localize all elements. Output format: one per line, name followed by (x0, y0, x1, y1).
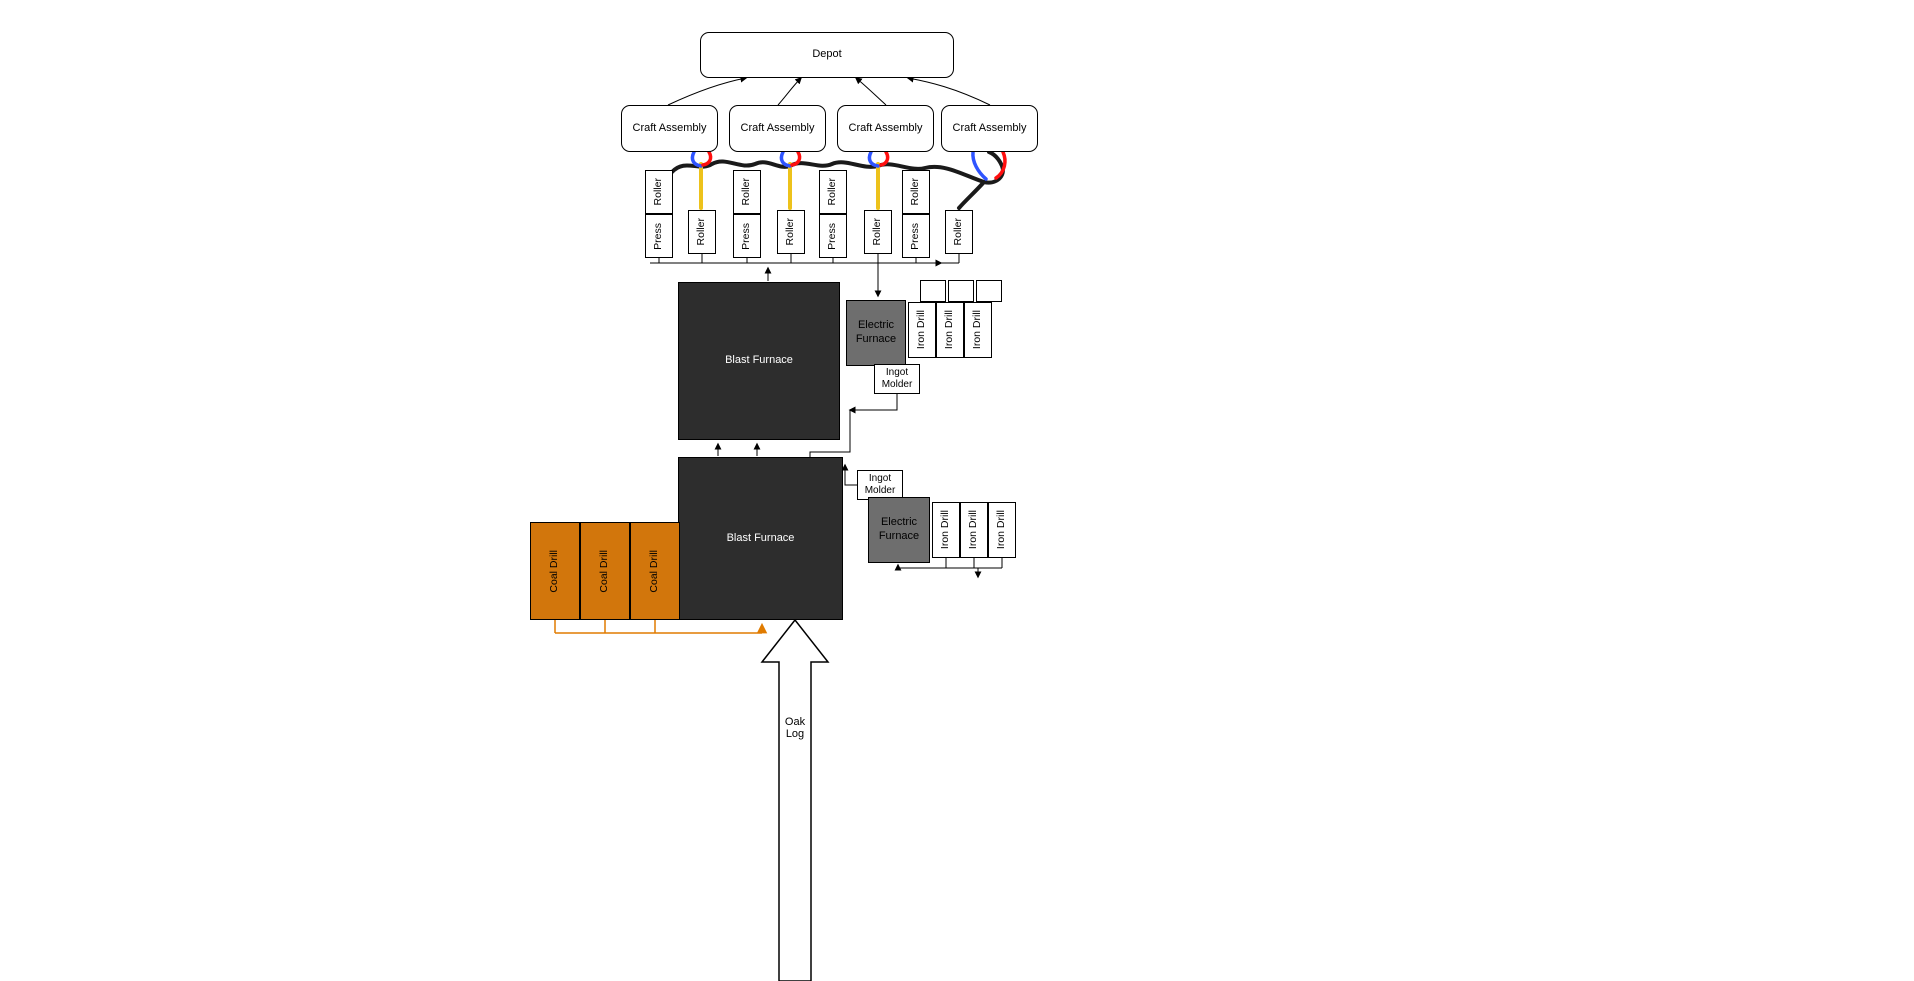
blast-furnace-node-bottom[interactable]: Blast Furnace (678, 457, 843, 620)
press-node[interactable]: Press (902, 214, 930, 258)
iron-drill-node[interactable]: Iron Drill (908, 302, 936, 358)
storage-box[interactable] (920, 280, 946, 302)
roller-node[interactable]: Roller (945, 210, 973, 254)
roller-node[interactable]: Roller (902, 170, 930, 214)
oak-log-arrow[interactable] (760, 618, 830, 981)
craft-assembly-label: Craft Assembly (740, 121, 815, 134)
iron-drill-label: Iron Drill (995, 510, 1008, 550)
oak-log-label: Oak Log (784, 716, 806, 740)
iron-drill-label: Iron Drill (915, 310, 928, 350)
coal-drill-label: Coal Drill (648, 549, 661, 593)
roller-label: Roller (652, 178, 665, 206)
craft-assembly-label: Craft Assembly (952, 121, 1027, 134)
press-label: Press (909, 222, 922, 250)
blast-furnace-label: Blast Furnace (725, 354, 793, 367)
roller-label: Roller (695, 218, 708, 246)
ingot-molder-label: Ingot Molder (864, 472, 896, 497)
iron-drill-node[interactable]: Iron Drill (960, 502, 988, 558)
roller-node[interactable]: Roller (777, 210, 805, 254)
electric-furnace-node-bottom[interactable]: Electric Furnace (868, 497, 930, 563)
iron-drill-label: Iron Drill (943, 310, 956, 350)
depot-links[interactable] (667, 75, 991, 106)
craft-assembly-node-4[interactable]: Craft Assembly (941, 105, 1038, 152)
electric-furnace-label: Electric Furnace (855, 319, 897, 345)
depot-label: Depot (812, 48, 842, 61)
roller-node[interactable]: Roller (688, 210, 716, 254)
iron-drill-node[interactable]: Iron Drill (936, 302, 964, 358)
press-node[interactable]: Press (819, 214, 847, 258)
press-node[interactable]: Press (645, 214, 673, 258)
coal-drill-node[interactable]: Coal Drill (630, 522, 680, 620)
press-node[interactable]: Press (733, 214, 761, 258)
craft-assembly-node-2[interactable]: Craft Assembly (729, 105, 826, 152)
press-label: Press (652, 222, 665, 250)
iron-drill-label: Iron Drill (967, 510, 980, 550)
coal-drill-node[interactable]: Coal Drill (530, 522, 580, 620)
wire-black[interactable] (670, 150, 1005, 210)
press-label: Press (826, 222, 839, 250)
wire-red[interactable] (701, 150, 1007, 180)
roller-node[interactable]: Roller (864, 210, 892, 254)
craft-assembly-node-1[interactable]: Craft Assembly (621, 105, 718, 152)
blast-furnace-label: Blast Furnace (726, 531, 795, 544)
iron-drill-label: Iron Drill (939, 510, 952, 550)
craft-assembly-label: Craft Assembly (848, 121, 923, 134)
coal-drill-node[interactable]: Coal Drill (580, 522, 630, 620)
roller-label: Roller (909, 178, 922, 206)
roller-node[interactable]: Roller (733, 170, 761, 214)
coal-belt[interactable] (554, 620, 768, 634)
electric-furnace-node-top[interactable]: Electric Furnace (846, 300, 906, 366)
iron-drill-node[interactable]: Iron Drill (964, 302, 992, 358)
craft-assembly-label: Craft Assembly (632, 121, 707, 134)
coal-drill-label: Coal Drill (548, 549, 561, 593)
iron-drill-node[interactable]: Iron Drill (932, 502, 960, 558)
roller-label: Roller (952, 218, 965, 246)
wire-blue[interactable] (690, 150, 988, 181)
storage-box[interactable] (948, 280, 974, 302)
roller-label: Roller (871, 218, 884, 246)
roller-label: Roller (784, 218, 797, 246)
roller-label: Roller (740, 178, 753, 206)
ingot-molder-label: Ingot Molder (881, 366, 913, 391)
oak-log-arrow-label: Oak Log (775, 710, 815, 746)
depot-node[interactable]: Depot (700, 32, 954, 78)
wire-yellow[interactable] (699, 162, 880, 210)
storage-box[interactable] (976, 280, 1002, 302)
roller-node[interactable]: Roller (645, 170, 673, 214)
belt-connectors[interactable] (650, 254, 1003, 579)
ingot-molder-node-top[interactable]: Ingot Molder (874, 364, 920, 394)
coal-drill-label: Coal Drill (598, 549, 611, 593)
press-label: Press (740, 222, 753, 250)
electric-furnace-label: Electric Furnace (878, 516, 920, 542)
craft-assembly-node-3[interactable]: Craft Assembly (837, 105, 934, 152)
iron-drill-label: Iron Drill (971, 310, 984, 350)
iron-drill-node[interactable]: Iron Drill (988, 502, 1016, 558)
roller-label: Roller (826, 178, 839, 206)
ingot-molder-node-bottom[interactable]: Ingot Molder (857, 470, 903, 500)
roller-node[interactable]: Roller (819, 170, 847, 214)
blast-furnace-node-top[interactable]: Blast Furnace (678, 282, 840, 440)
